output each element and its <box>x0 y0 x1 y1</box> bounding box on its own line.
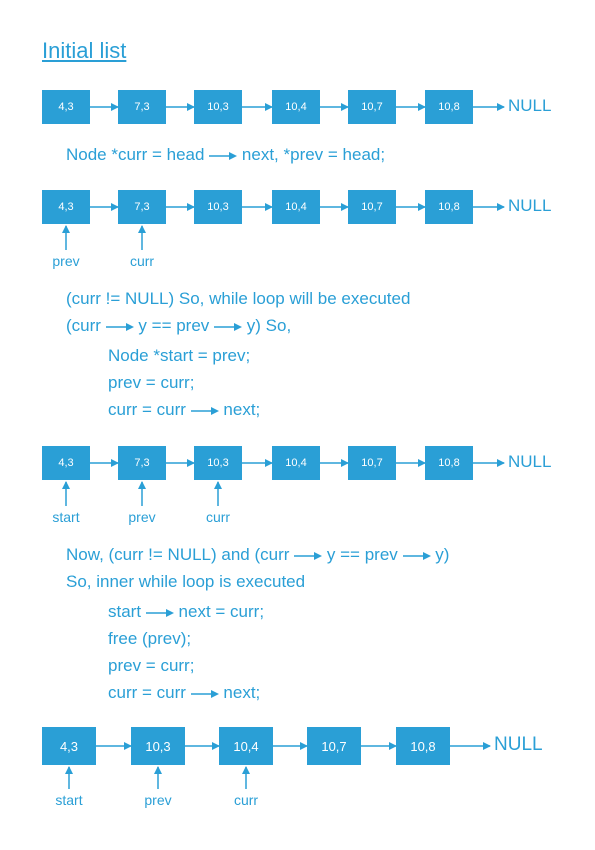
code-line: curr = curr next; <box>108 400 260 420</box>
code-line: So, inner while loop is executed <box>66 572 306 591</box>
list-node: 10,4 <box>272 446 320 480</box>
code-text: curr = curr <box>108 683 186 702</box>
list-node: 10,4 <box>272 90 320 124</box>
null-label: NULL <box>494 734 543 755</box>
code-text: start <box>108 602 142 621</box>
list-node: 7,3 <box>118 446 166 480</box>
null-label: NULL <box>508 196 552 215</box>
list-node: 10,3 <box>131 727 185 765</box>
list-node: 10,8 <box>425 90 473 124</box>
list-node: 4,3 <box>42 90 90 124</box>
code-line: curr = curr next; <box>108 683 260 703</box>
code-line: Node *start = prev; <box>108 346 251 365</box>
list-node: 10,7 <box>348 90 396 124</box>
code-text: (curr <box>66 316 101 335</box>
arrow-icon <box>402 551 431 560</box>
arrow-icon <box>209 151 238 160</box>
arrow-icon <box>105 322 134 331</box>
list-node: 10,8 <box>425 190 473 224</box>
code-line: Now, (curr != NULL) and (curr y == prev … <box>66 545 449 565</box>
code-text: y) <box>435 545 450 564</box>
code-text: curr = curr <box>108 400 186 419</box>
list-node: 7,3 <box>118 90 166 124</box>
arrow-icon <box>190 406 219 415</box>
pointer-label-prev: prev <box>52 253 80 269</box>
arrow-icon <box>294 551 323 560</box>
list-node: 10,7 <box>307 727 361 765</box>
code-text: y == prev <box>138 316 210 335</box>
code-text: next, *prev = head; <box>241 145 386 164</box>
arrow-icon <box>145 608 174 617</box>
list-node: 10,4 <box>272 190 320 224</box>
code-text: next; <box>223 400 261 419</box>
code-text: Now, (curr != NULL) and (curr <box>66 545 290 564</box>
list-node: 4,3 <box>42 446 90 480</box>
list-node: 10,7 <box>348 446 396 480</box>
pointer-label-curr: curr <box>205 509 231 525</box>
pointer-label-curr: curr <box>233 792 259 808</box>
list-node: 4,3 <box>42 190 90 224</box>
list-node: 10,4 <box>219 727 273 765</box>
pointer-label-prev: prev <box>128 509 156 525</box>
code-line: prev = curr; <box>108 373 195 392</box>
pointer-label-start: start <box>55 792 83 808</box>
list-node: 10,8 <box>425 446 473 480</box>
code-text: next; <box>223 683 261 702</box>
list-node: 4,3 <box>42 727 96 765</box>
code-line: start next = curr; <box>108 602 264 622</box>
arrow-icon <box>190 689 219 698</box>
code-line: free (prev); <box>108 629 192 648</box>
code-line: (curr y == prev y) So, <box>66 316 291 336</box>
page-title: Initial list <box>42 38 127 63</box>
list-node: 10,7 <box>348 190 396 224</box>
list-node: 10,8 <box>396 727 450 765</box>
code-text: y == prev <box>326 545 398 564</box>
code-line: prev = curr; <box>108 656 195 675</box>
pointer-label-curr: curr <box>129 253 155 269</box>
list-node: 7,3 <box>118 190 166 224</box>
null-label: NULL <box>508 452 552 471</box>
list-node: 10,3 <box>194 190 242 224</box>
code-text: next = curr; <box>178 602 265 621</box>
code-text: Node *curr = head <box>66 145 205 164</box>
arrow-icon <box>214 322 243 331</box>
list-node: 10,3 <box>194 90 242 124</box>
code-text: y) So, <box>246 316 292 335</box>
pointer-label-start: start <box>52 509 80 525</box>
pointer-label-prev: prev <box>144 792 172 808</box>
code-line: Node *curr = head next, *prev = head; <box>66 145 385 165</box>
null-label: NULL <box>508 96 552 115</box>
code-line: (curr != NULL) So, while loop will be ex… <box>66 289 411 308</box>
list-node: 10,3 <box>194 446 242 480</box>
